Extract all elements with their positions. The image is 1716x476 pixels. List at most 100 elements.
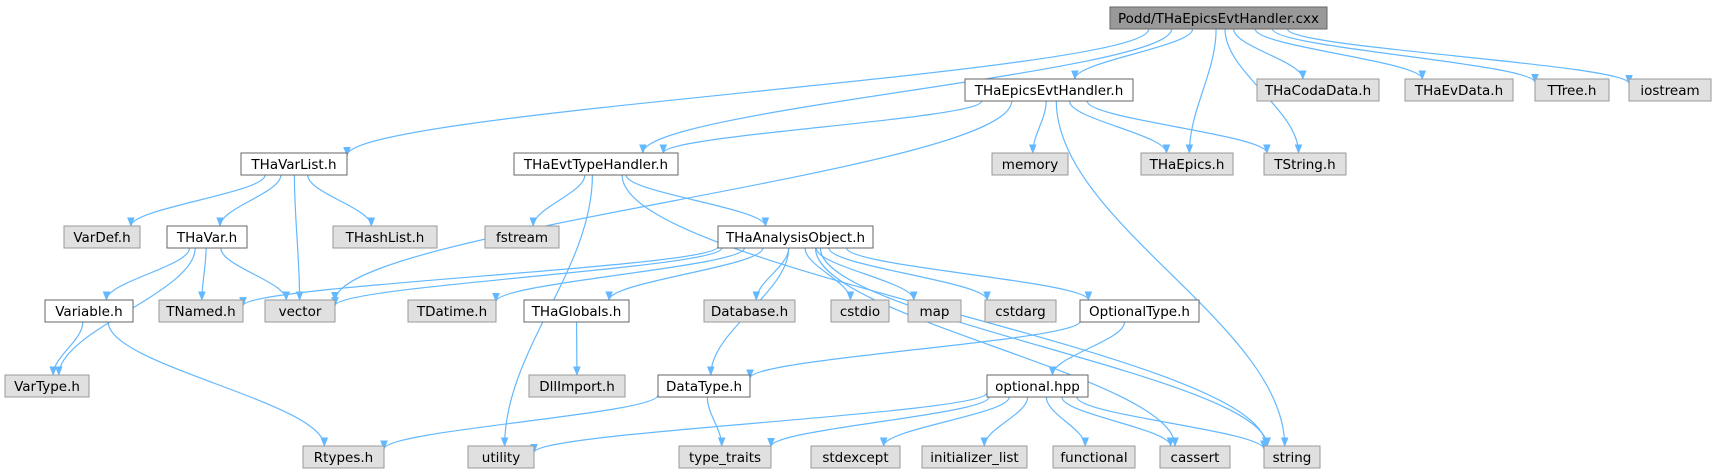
node-root[interactable]: Podd/THaEpicsEvtHandler.cxx bbox=[1109, 6, 1328, 30]
edge-varlist-to-hashlist bbox=[307, 174, 376, 227]
node-memory-box bbox=[991, 152, 1069, 176]
node-string-label: string bbox=[1273, 450, 1312, 466]
node-initlist-box bbox=[921, 445, 1028, 469]
node-tnamed-label: TNamed.h bbox=[165, 304, 236, 320]
node-tdatime-box bbox=[407, 299, 497, 323]
edge-thavar-to-vector bbox=[220, 247, 291, 301]
node-vector-label: vector bbox=[279, 304, 322, 320]
node-evh_h-box bbox=[964, 78, 1134, 102]
node-root-box bbox=[1109, 6, 1328, 30]
node-tdatime: TDatime.h bbox=[407, 299, 497, 323]
edge-root-to-evh_h bbox=[1071, 28, 1194, 80]
node-stdexcept-label: stdexcept bbox=[822, 450, 888, 466]
node-vartype-box bbox=[4, 374, 90, 398]
node-variable-label: Variable.h bbox=[55, 304, 123, 320]
edge-varlist-to-vector bbox=[293, 174, 304, 301]
edge-anaobj-to-string bbox=[819, 247, 1271, 447]
edge-opthpp-to-initlist bbox=[980, 396, 1029, 447]
node-hashlist: THashList.h bbox=[332, 225, 438, 249]
edge-opthpp-to-stdexcept bbox=[879, 396, 1010, 447]
node-functional: functional bbox=[1052, 445, 1136, 469]
edge-root-to-evdata bbox=[1254, 28, 1427, 80]
node-memory: memory bbox=[991, 152, 1069, 176]
edge-root-to-varlist bbox=[343, 28, 1150, 157]
edge-root-to-ttree bbox=[1271, 28, 1539, 84]
node-database-label: Database.h bbox=[711, 304, 788, 320]
edge-anaobj-to-globals bbox=[605, 247, 764, 301]
node-varlist-box bbox=[240, 152, 348, 176]
edge-thavar-to-variable bbox=[102, 247, 191, 301]
node-anaobj[interactable]: THaAnalysisObject.h bbox=[717, 225, 874, 249]
node-coda-box bbox=[1256, 78, 1380, 102]
node-map: map bbox=[907, 299, 962, 323]
node-vartype-label: VarType.h bbox=[14, 379, 80, 395]
node-database: Database.h bbox=[703, 299, 796, 323]
node-epics: THaEpics.h bbox=[1140, 152, 1234, 176]
node-cstdio-box bbox=[830, 299, 890, 323]
node-utility: utility bbox=[467, 445, 535, 469]
node-datatype-label: DataType.h bbox=[666, 379, 742, 395]
node-evttype[interactable]: THaEvtTypeHandler.h bbox=[513, 152, 679, 176]
node-thavar[interactable]: THaVar.h bbox=[166, 225, 248, 249]
node-string: string bbox=[1263, 445, 1321, 469]
node-initlist: initializer_list bbox=[921, 445, 1028, 469]
node-rtypes: Rtypes.h bbox=[302, 445, 385, 469]
node-hashlist-label: THashList.h bbox=[345, 230, 425, 246]
edge-root-to-epics bbox=[1185, 28, 1217, 154]
node-evttype-box bbox=[513, 152, 679, 176]
node-optional[interactable]: OptionalType.h bbox=[1079, 299, 1200, 323]
node-varlist-label: THaVarList.h bbox=[250, 157, 336, 173]
node-thavar-box bbox=[166, 225, 248, 249]
edge-evh_h-to-string bbox=[1055, 100, 1289, 447]
node-evh_h[interactable]: THaEpicsEvtHandler.h bbox=[964, 78, 1134, 102]
node-stdexcept-box bbox=[810, 445, 901, 469]
node-thavar-label: THaVar.h bbox=[176, 230, 237, 246]
edge-opthpp-to-string bbox=[1076, 396, 1268, 451]
node-stdexcept: stdexcept bbox=[810, 445, 901, 469]
node-variable[interactable]: Variable.h bbox=[44, 299, 134, 323]
node-datatype[interactable]: DataType.h bbox=[657, 374, 751, 398]
node-vector-box bbox=[264, 299, 336, 323]
node-optional-box bbox=[1079, 299, 1200, 323]
edge-opthpp-to-cassert bbox=[1061, 396, 1175, 447]
node-globals[interactable]: THaGlobals.h bbox=[523, 299, 630, 323]
node-typetraits-box bbox=[678, 445, 772, 469]
node-cstdio-label: cstdio bbox=[840, 304, 880, 320]
edge-evttype-to-anaobj bbox=[625, 174, 770, 227]
node-tstring-box bbox=[1263, 152, 1347, 176]
node-fstream: fstream bbox=[484, 225, 560, 249]
node-cstdarg: cstdarg bbox=[984, 299, 1057, 323]
node-evttype-label: THaEvtTypeHandler.h bbox=[523, 157, 668, 173]
node-anaobj-label: THaAnalysisObject.h bbox=[725, 230, 865, 246]
edge-evh_h-to-tstring bbox=[1086, 100, 1271, 154]
node-cassert-box bbox=[1159, 445, 1231, 469]
edge-anaobj-to-tdatime bbox=[492, 247, 745, 303]
node-vardef: VarDef.h bbox=[63, 225, 141, 249]
node-fstream-box bbox=[484, 225, 560, 249]
node-varlist[interactable]: THaVarList.h bbox=[240, 152, 348, 176]
node-cassert: cassert bbox=[1159, 445, 1231, 469]
edges-layer bbox=[49, 28, 1633, 454]
edge-variable-to-vartype bbox=[49, 321, 84, 376]
edge-varlist-to-thavar bbox=[216, 174, 282, 227]
node-epics-box bbox=[1140, 152, 1234, 176]
edge-evh_h-to-epics bbox=[1068, 100, 1171, 154]
node-typetraits: type_traits bbox=[678, 445, 772, 469]
edge-datatype-to-rtypes bbox=[380, 394, 659, 450]
node-evdata: THaEvData.h bbox=[1404, 78, 1514, 102]
node-map-box bbox=[907, 299, 962, 323]
edge-evh_h-to-vector bbox=[331, 100, 1013, 302]
node-cassert-label: cassert bbox=[1171, 450, 1220, 466]
node-iostream-box bbox=[1628, 78, 1712, 102]
edge-evttype-to-fstream bbox=[529, 174, 586, 227]
node-typetraits-label: type_traits bbox=[689, 450, 761, 466]
node-tnamed-box bbox=[158, 299, 244, 323]
node-utility-box bbox=[467, 445, 535, 469]
node-ttree: TTree.h bbox=[1534, 78, 1610, 102]
node-coda-label: THaCodaData.h bbox=[1264, 83, 1371, 99]
node-tstring: TString.h bbox=[1263, 152, 1347, 176]
node-cstdarg-box bbox=[984, 299, 1057, 323]
edge-evh_h-to-evttype bbox=[659, 100, 983, 154]
node-opthpp[interactable]: optional.hpp bbox=[986, 374, 1089, 398]
